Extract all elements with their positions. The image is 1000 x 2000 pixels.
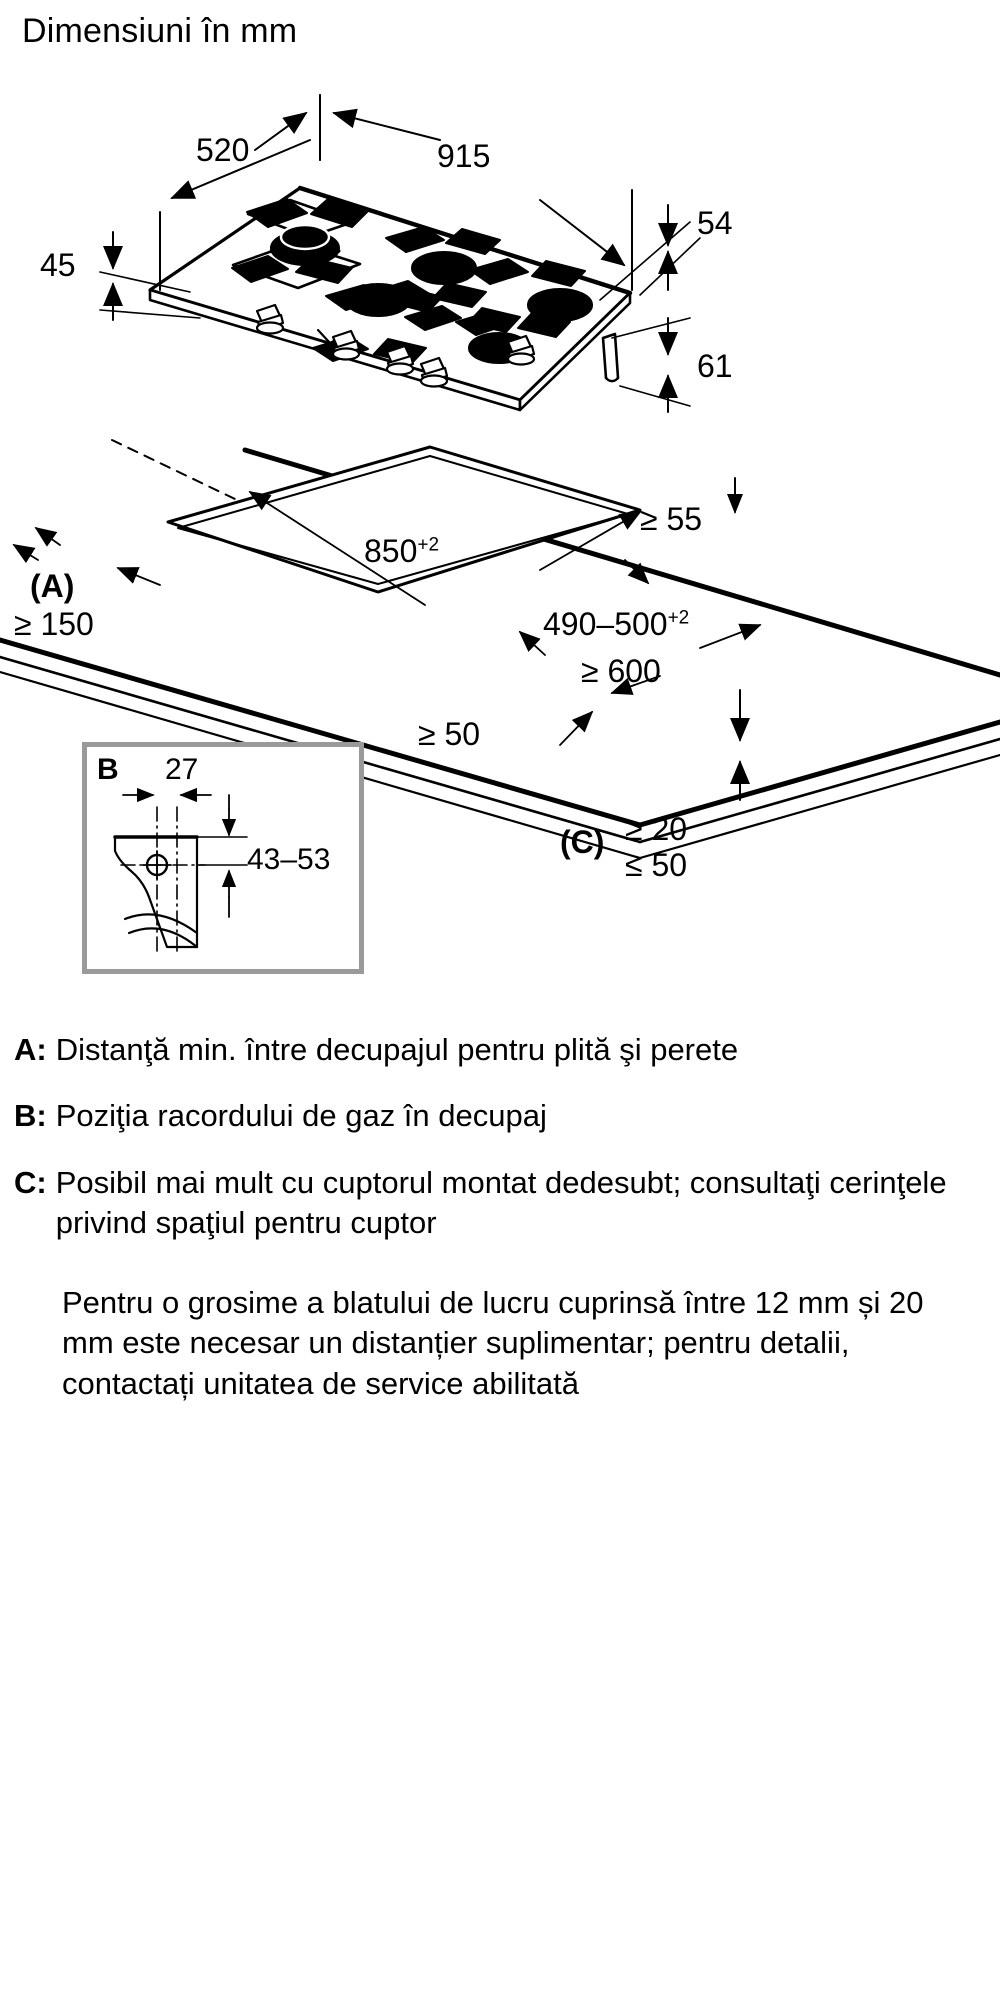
dimension-label-min-55: ≥ 55 <box>640 501 703 537</box>
dimension-label-45: 45 <box>40 247 76 283</box>
dimension-label-490-500-value: 490–500 <box>543 606 668 642</box>
dimension-label-850-value: 850 <box>364 533 418 569</box>
dimension-label-850: 850+2 <box>364 535 439 567</box>
dimension-label-c-max: ≤ 50 <box>625 846 688 883</box>
dimension-label-a: (A) <box>30 568 75 604</box>
dimension-61 <box>611 317 691 413</box>
dimension-label-54: 54 <box>697 205 733 241</box>
dimension-min-150 <box>12 526 161 586</box>
note-c: C: Posibil mai mult cu cuptorul montat d… <box>14 1163 986 1244</box>
dimension-label-c: (C) <box>560 824 605 860</box>
dimension-54 <box>599 204 701 301</box>
dimension-label-61: 61 <box>697 348 733 384</box>
dimension-label-min-150: ≥ 150 <box>14 606 94 642</box>
legend-notes: A: Distanţă min. între decupajul pentru … <box>14 1030 986 1404</box>
dimension-label-490-500: 490–500+2 <box>543 608 689 640</box>
note-c-text: Posibil mai mult cu cuptorul montat dede… <box>55 1164 947 1240</box>
note-b-key: B: <box>14 1098 47 1134</box>
detail-dimension-43-53: 43–53 <box>247 843 331 876</box>
dimension-label-min-50: ≥ 50 <box>418 716 481 752</box>
cutout-dimension-arrows <box>248 491 762 695</box>
note-b: B: Poziţia racordului de gaz în decupaj <box>14 1096 986 1136</box>
note-a-key: A: <box>14 1032 47 1067</box>
dimension-label-c-range: ≥ 20 ≤ 50 <box>625 811 688 884</box>
worktop-cutout <box>166 445 642 594</box>
detail-box-b-drawing <box>113 787 248 953</box>
dimension-label-min-600: ≥ 600 <box>581 653 661 689</box>
dimension-label-490-500-tolerance: +2 <box>667 607 690 629</box>
technical-drawing <box>0 94 1000 860</box>
dimension-label-850-tolerance: +2 <box>417 534 440 556</box>
dimension-45 <box>99 231 201 321</box>
note-extra-text: Pentru o grosime a blatului de lucru cup… <box>62 1285 924 1401</box>
note-a: A: Distanţă min. între decupajul pentru … <box>14 1030 986 1070</box>
page-title: Dimensiuni în mm <box>22 12 298 50</box>
detail-box-b: B <box>82 742 364 974</box>
detail-box-b-label: B <box>97 753 119 786</box>
dimension-915 <box>319 94 633 291</box>
detail-dimension-27: 27 <box>165 753 199 786</box>
gas-connection-pipe <box>601 332 620 383</box>
hob-control-knobs <box>255 303 536 388</box>
dimension-label-915: 915 <box>437 138 491 174</box>
dimension-label-c-min: ≥ 20 <box>625 811 688 847</box>
dimension-label-520: 520 <box>196 132 250 168</box>
note-a-text: Distanţă min. între decupajul pentru pli… <box>55 1032 739 1067</box>
note-b-text: Poziţia racordului de gaz în decupaj <box>55 1098 547 1134</box>
note-c-key: C: <box>14 1164 47 1200</box>
dimension-min-50 <box>559 710 594 746</box>
